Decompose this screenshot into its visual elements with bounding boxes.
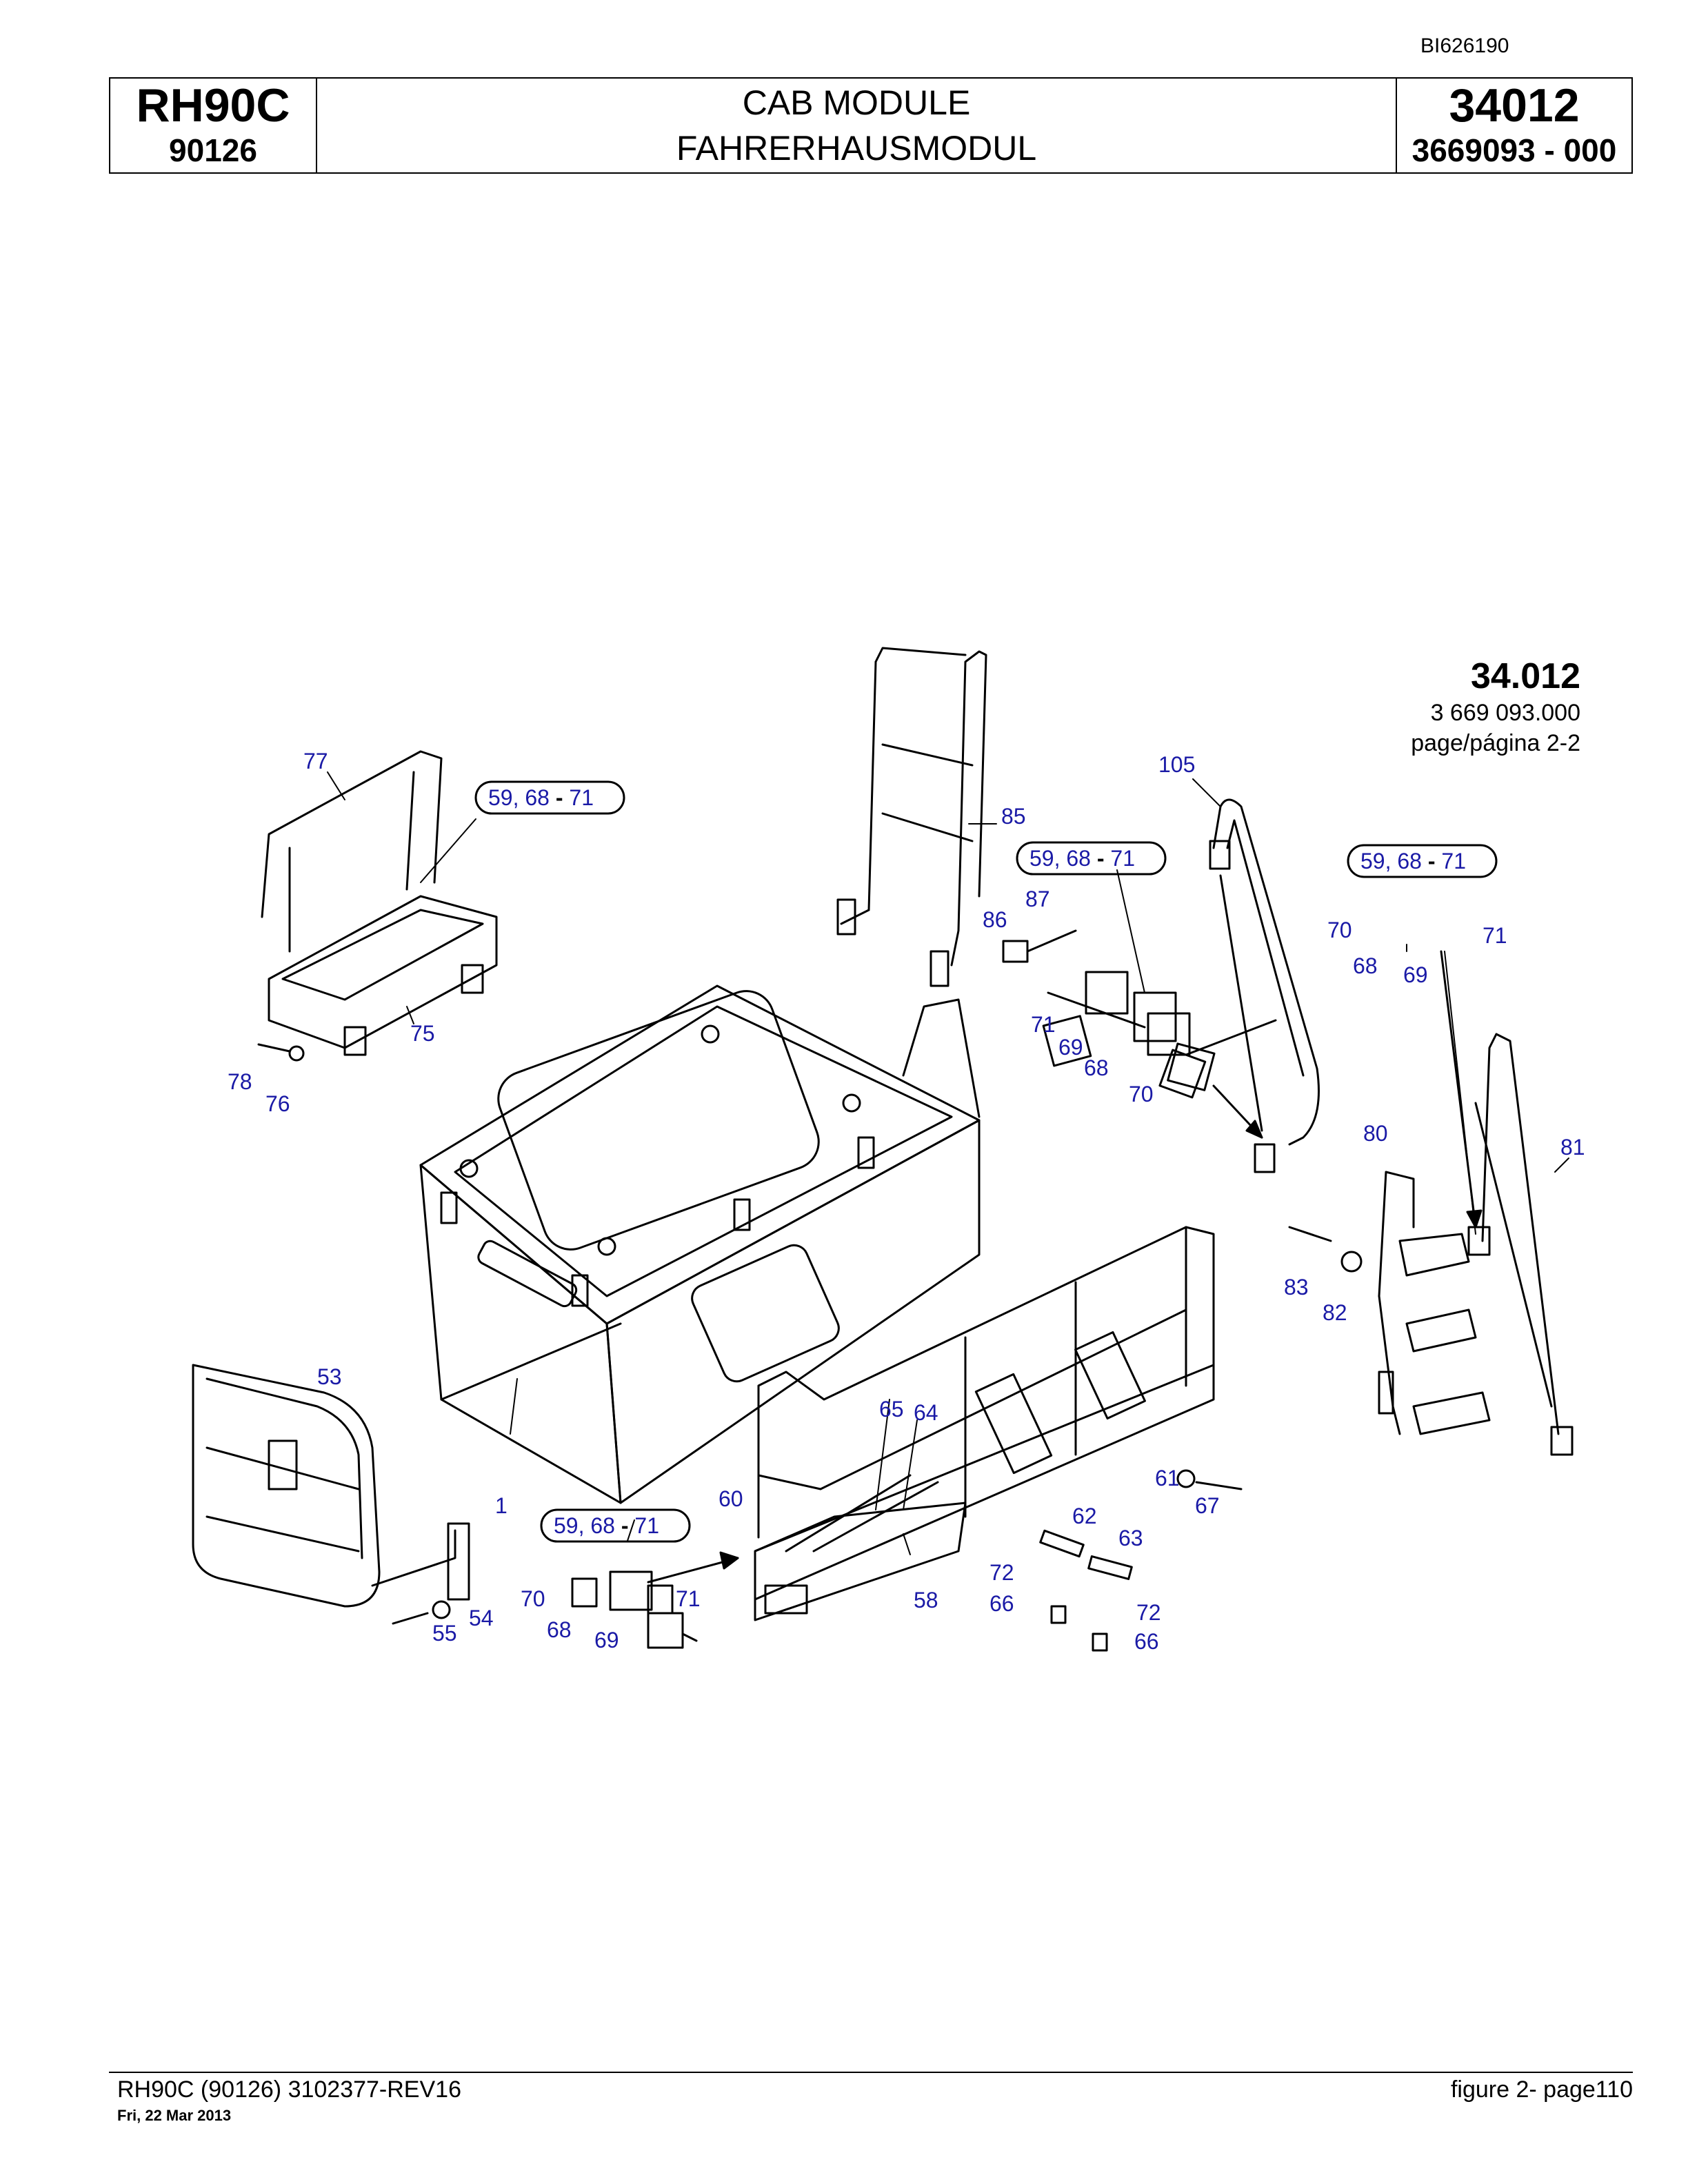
callout-label: 75 bbox=[410, 1021, 435, 1046]
callout-label: 67 bbox=[1195, 1493, 1220, 1518]
callout-label: 85 bbox=[1001, 804, 1026, 829]
footer-page-ref: figure 2- page110 bbox=[1450, 2076, 1633, 2103]
title-english: CAB MODULE bbox=[742, 83, 971, 122]
callout-label: 66 bbox=[989, 1591, 1014, 1616]
callout-label: 70 bbox=[1327, 918, 1352, 942]
callout-label: 72 bbox=[989, 1560, 1014, 1585]
pill-1-text: 59, 68 - 71 bbox=[488, 785, 594, 810]
callout-label: 53 bbox=[317, 1364, 342, 1389]
model-name: RH90C bbox=[136, 79, 290, 132]
group-pill-3: 59, 68 - 71 bbox=[1347, 844, 1498, 878]
title-cell: CAB MODULE FAHRERHAUSMODUL bbox=[317, 79, 1397, 172]
walkway-platform bbox=[754, 1226, 1215, 1621]
callout-label: 81 bbox=[1560, 1135, 1585, 1160]
mount-block-lower-left bbox=[571, 1570, 698, 1649]
mount-block-center bbox=[1002, 929, 1216, 1091]
pill-4-text: 59, 68 - 71 bbox=[554, 1513, 659, 1538]
pill-3-text: 59, 68 - 71 bbox=[1360, 849, 1466, 873]
fasteners bbox=[257, 1043, 1363, 1652]
guard-frame bbox=[192, 1364, 470, 1608]
callout-label: 70 bbox=[521, 1586, 545, 1611]
footer-rule bbox=[109, 2072, 1633, 2073]
callout-label: 54 bbox=[469, 1606, 494, 1630]
callout-label: 61 bbox=[1155, 1466, 1180, 1490]
figure-ref-page: page/página 2-2 bbox=[1411, 730, 1580, 756]
callout-labels: 77 75 78 76 85 105 86 87 71 69 68 70 70 … bbox=[228, 749, 1585, 1654]
callout-label: 63 bbox=[1118, 1526, 1143, 1550]
callout-label: 86 bbox=[983, 907, 1007, 932]
callout-label: 65 bbox=[879, 1397, 904, 1422]
upper-platform bbox=[261, 750, 498, 1056]
group-number: 34012 bbox=[1449, 79, 1580, 132]
callout-label: 69 bbox=[1058, 1035, 1083, 1060]
document-id: BI626190 bbox=[1420, 34, 1509, 57]
figure-ref-title: 34.012 bbox=[1470, 656, 1580, 696]
figure-ref-number: 3 669 093.000 bbox=[1430, 700, 1580, 726]
callout-label: 55 bbox=[432, 1621, 457, 1646]
cab-body bbox=[419, 984, 981, 1504]
group-pill-1: 59, 68 - 71 bbox=[474, 780, 625, 815]
title-german: FAHRERHAUSMODUL bbox=[676, 129, 1037, 168]
callout-label: 68 bbox=[1353, 953, 1378, 978]
group-pill-4: 59, 68 - 71 bbox=[540, 1508, 691, 1543]
access-stairs bbox=[1378, 1033, 1574, 1456]
leader-lines bbox=[327, 771, 1569, 1555]
group-cell: 34012 3669093 - 000 bbox=[1397, 79, 1631, 172]
callout-label: 70 bbox=[1129, 1082, 1154, 1106]
callout-label: 82 bbox=[1323, 1300, 1347, 1325]
callout-label: 68 bbox=[547, 1617, 572, 1642]
callout-label: 69 bbox=[1403, 962, 1428, 987]
callout-label: 60 bbox=[719, 1486, 743, 1511]
serial-number: 90126 bbox=[169, 132, 257, 168]
arrows bbox=[647, 950, 1483, 1584]
callout-label: 105 bbox=[1158, 752, 1195, 777]
footer-document-ref: RH90C (90126) 3102377-REV16 bbox=[117, 2076, 461, 2103]
handrail bbox=[1209, 798, 1320, 1173]
callout-label: 1 bbox=[495, 1493, 508, 1518]
callout-label: 78 bbox=[228, 1069, 252, 1094]
side-ladder bbox=[836, 647, 987, 987]
callout-label: 87 bbox=[1025, 887, 1050, 911]
callout-label: 72 bbox=[1136, 1600, 1161, 1625]
group-pill-2: 59, 68 - 71 bbox=[1016, 841, 1167, 876]
callout-label: 66 bbox=[1134, 1629, 1159, 1654]
callout-label: 64 bbox=[914, 1400, 938, 1425]
callout-label: 71 bbox=[676, 1586, 701, 1611]
callout-label: 69 bbox=[594, 1628, 619, 1652]
callout-label: 62 bbox=[1072, 1504, 1097, 1528]
footer-date: Fri, 22 Mar 2013 bbox=[117, 2107, 232, 2124]
model-cell: RH90C 90126 bbox=[110, 79, 317, 172]
part-number: 3669093 - 000 bbox=[1411, 132, 1617, 168]
mount-block-right bbox=[1133, 991, 1277, 1099]
callout-label: 80 bbox=[1363, 1121, 1388, 1146]
callout-label: 76 bbox=[265, 1091, 290, 1116]
callout-label: 68 bbox=[1084, 1055, 1109, 1080]
figure-reference: 34.012 3 669 093.000 page/página 2-2 bbox=[1411, 655, 1580, 758]
callout-label: 77 bbox=[303, 749, 328, 774]
callout-label: 71 bbox=[1483, 923, 1507, 948]
callout-label: 71 bbox=[1031, 1012, 1056, 1037]
pill-2-text: 59, 68 - 71 bbox=[1029, 846, 1135, 871]
callout-label: 83 bbox=[1284, 1275, 1309, 1300]
callout-label: 58 bbox=[914, 1588, 938, 1612]
title-block: RH90C 90126 CAB MODULE FAHRERHAUSMODUL 3… bbox=[109, 77, 1633, 174]
